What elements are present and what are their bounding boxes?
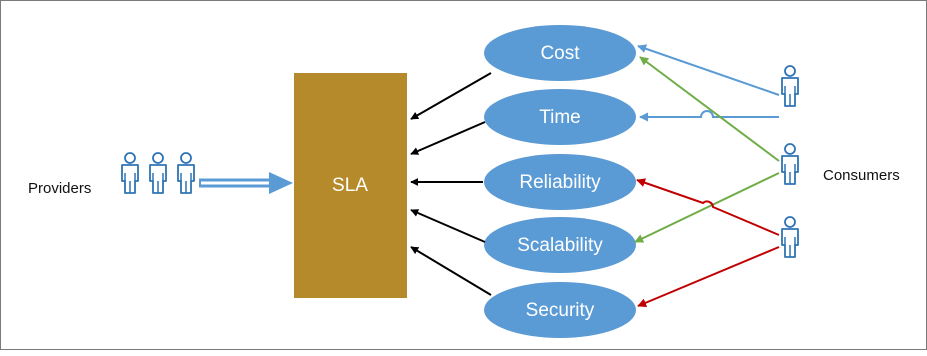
sla-box [294,73,407,298]
attribute-security-label: Security [526,300,595,321]
provider-person-icon [177,152,195,194]
arrow-scalability-to-sla [410,209,486,243]
providers-label: Providers [28,180,91,197]
sla-label: SLA [332,175,368,196]
arrow-consumer2-to-cost [639,56,780,162]
arrow-consumer3-to-security [637,246,780,308]
arrow-time-to-sla [410,121,486,155]
arrow-security-to-sla [410,246,492,296]
attribute-reliability-label: Reliability [519,172,601,193]
attribute-scalability-label: Scalability [517,235,603,256]
attribute-cost: Cost [484,25,636,81]
arrow-consumer3-to-reliability [636,178,780,236]
arrow-consumer2-to-scalability [634,172,780,243]
providers-to-sla-arrow [199,172,293,194]
provider-person-icon [149,152,167,194]
provider-person-icon [121,152,139,194]
consumer-person-icon [781,65,799,107]
consumer-person-icon [781,216,799,258]
attribute-time: Time [484,89,636,145]
consumer-person-icon [781,143,799,185]
arrow-consumer1-to-time [639,110,779,122]
arrow-consumer1-to-cost [637,44,780,96]
arrow-cost-to-sla [410,72,492,120]
attribute-cost-label: Cost [540,43,580,64]
attribute-reliability: Reliability [484,154,636,210]
attribute-scalability: Scalability [484,217,636,273]
attribute-time-label: Time [539,107,581,128]
consumers-label: Consumers [823,167,900,184]
attribute-security: Security [484,282,636,338]
